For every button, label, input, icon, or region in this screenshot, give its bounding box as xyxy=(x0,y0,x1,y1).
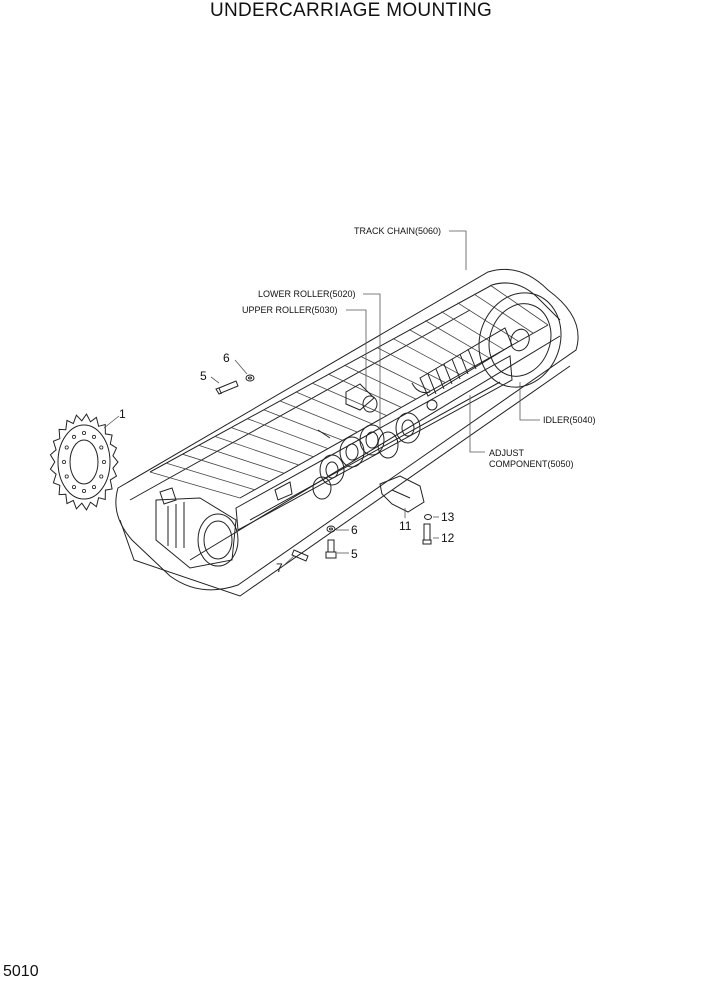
bolt-12-drawing xyxy=(422,523,432,545)
upper-roller-label: UPPER ROLLER(5030) xyxy=(242,305,338,315)
idler-drawing xyxy=(478,292,562,388)
part-number-sprocket: 1 xyxy=(119,407,126,421)
sprocket-drawing xyxy=(49,413,119,511)
lower-rollers-drawing xyxy=(312,412,421,500)
part-number-bolt-12: 12 xyxy=(441,531,455,545)
idler-label: IDLER(5040) xyxy=(543,415,596,425)
part-number-bolt-7: 7 xyxy=(276,561,283,575)
part-number-washer-13: 13 xyxy=(441,510,455,524)
page-title: UNDERCARRIAGE MOUNTING xyxy=(209,0,493,21)
adjust-component-label-line2: COMPONENT(5050) xyxy=(489,459,574,469)
page-number: 5010 xyxy=(3,963,39,980)
adjust-component-drawing xyxy=(411,327,513,411)
part-number-washer-top: 6 xyxy=(223,351,230,365)
washer-top-drawing xyxy=(245,374,255,382)
upper-roller-drawing xyxy=(345,383,378,413)
travel-motor-drawing xyxy=(155,487,239,569)
adjust-component-label-line1: ADJUST xyxy=(489,448,525,458)
track-chain-drawing xyxy=(115,268,579,597)
leader-lines xyxy=(103,230,540,567)
track-guard-drawing xyxy=(379,475,425,513)
part-number-washer-bottom: 6 xyxy=(351,523,358,537)
washer-bottom-drawing xyxy=(326,525,336,533)
track-frame-drawing xyxy=(235,355,513,531)
bolt-bottom-drawing xyxy=(325,539,337,559)
lower-roller-label: LOWER ROLLER(5020) xyxy=(258,289,356,299)
part-number-bolt-top: 5 xyxy=(200,369,207,383)
bolt-7-drawing xyxy=(291,549,309,562)
track-chain-label: TRACK CHAIN(5060) xyxy=(354,226,441,236)
bolt-top-drawing xyxy=(215,380,239,395)
part-number-guard-11: 11 xyxy=(399,519,412,533)
washer-13-drawing xyxy=(424,514,432,520)
part-number-bolt-bottom: 5 xyxy=(351,547,358,561)
